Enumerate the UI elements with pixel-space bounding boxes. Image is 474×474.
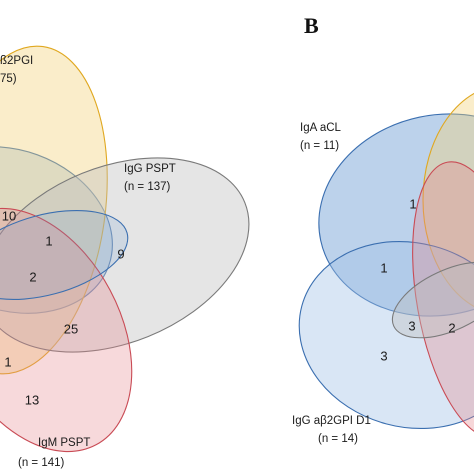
panel-b-region-1b: 1 [380, 260, 387, 275]
panel-a-yellow-label-2: 75) [0, 73, 17, 85]
panel-a-red-ellipse [0, 207, 133, 453]
panel-b-letter: B [304, 13, 319, 38]
panel-b-yellow-ellipse [422, 92, 474, 308]
panel-b-lightblue-label-2: (n = 14) [318, 433, 358, 445]
panel-a-gray-ellipse [0, 157, 250, 353]
panel-b-blue-ellipse [318, 113, 474, 317]
panel-a-red-label-1: IgM PSPT [38, 437, 90, 449]
panel-a-region-13: 13 [25, 392, 39, 407]
panel-b-red-ellipse [412, 161, 474, 439]
panel-a-red-label-2: (n = 141) [18, 457, 65, 469]
panel-a-gray-label-1: IgG PSPT [124, 163, 176, 175]
panel-b-region-3a: 3 [408, 318, 415, 333]
panel-a-blue-lobe [0, 209, 129, 301]
panel-a: ß2PGI 75) IgG PSPT (n = 137) IgM PSPT (n… [0, 45, 250, 469]
panel-a-region-1b: 1 [4, 354, 11, 369]
panel-a-yellow-ellipse [0, 45, 108, 375]
panel-b: B IgA aCL (n = 11) IgG aβ2GPI D1 (n = 14… [292, 13, 474, 445]
panel-a-region-10: 10 [2, 208, 16, 223]
panel-b-blue-label-1: IgA aCL [300, 122, 342, 134]
panel-b-lightblue-ellipse [298, 240, 474, 430]
panel-b-region-3b: 3 [380, 348, 387, 363]
panel-b-lightblue-label-1: IgG aβ2GPI D1 [292, 415, 371, 427]
panel-a-region-25: 25 [64, 321, 78, 336]
panel-b-region-1a: 1 [409, 196, 416, 211]
panel-a-region-1a: 1 [45, 233, 52, 248]
panel-b-gray-ellipse [391, 261, 474, 339]
panel-a-region-9: 9 [117, 246, 124, 261]
panel-b-region-2: 2 [448, 320, 455, 335]
panel-b-blue-label-2: (n = 11) [300, 140, 339, 152]
panel-a-gray-label-2: (n = 137) [124, 181, 171, 193]
panel-a-yellow-label-1: ß2PGI [0, 55, 33, 67]
panel-a-blue-ellipse [0, 146, 113, 314]
panel-a-region-2: 2 [29, 269, 36, 284]
